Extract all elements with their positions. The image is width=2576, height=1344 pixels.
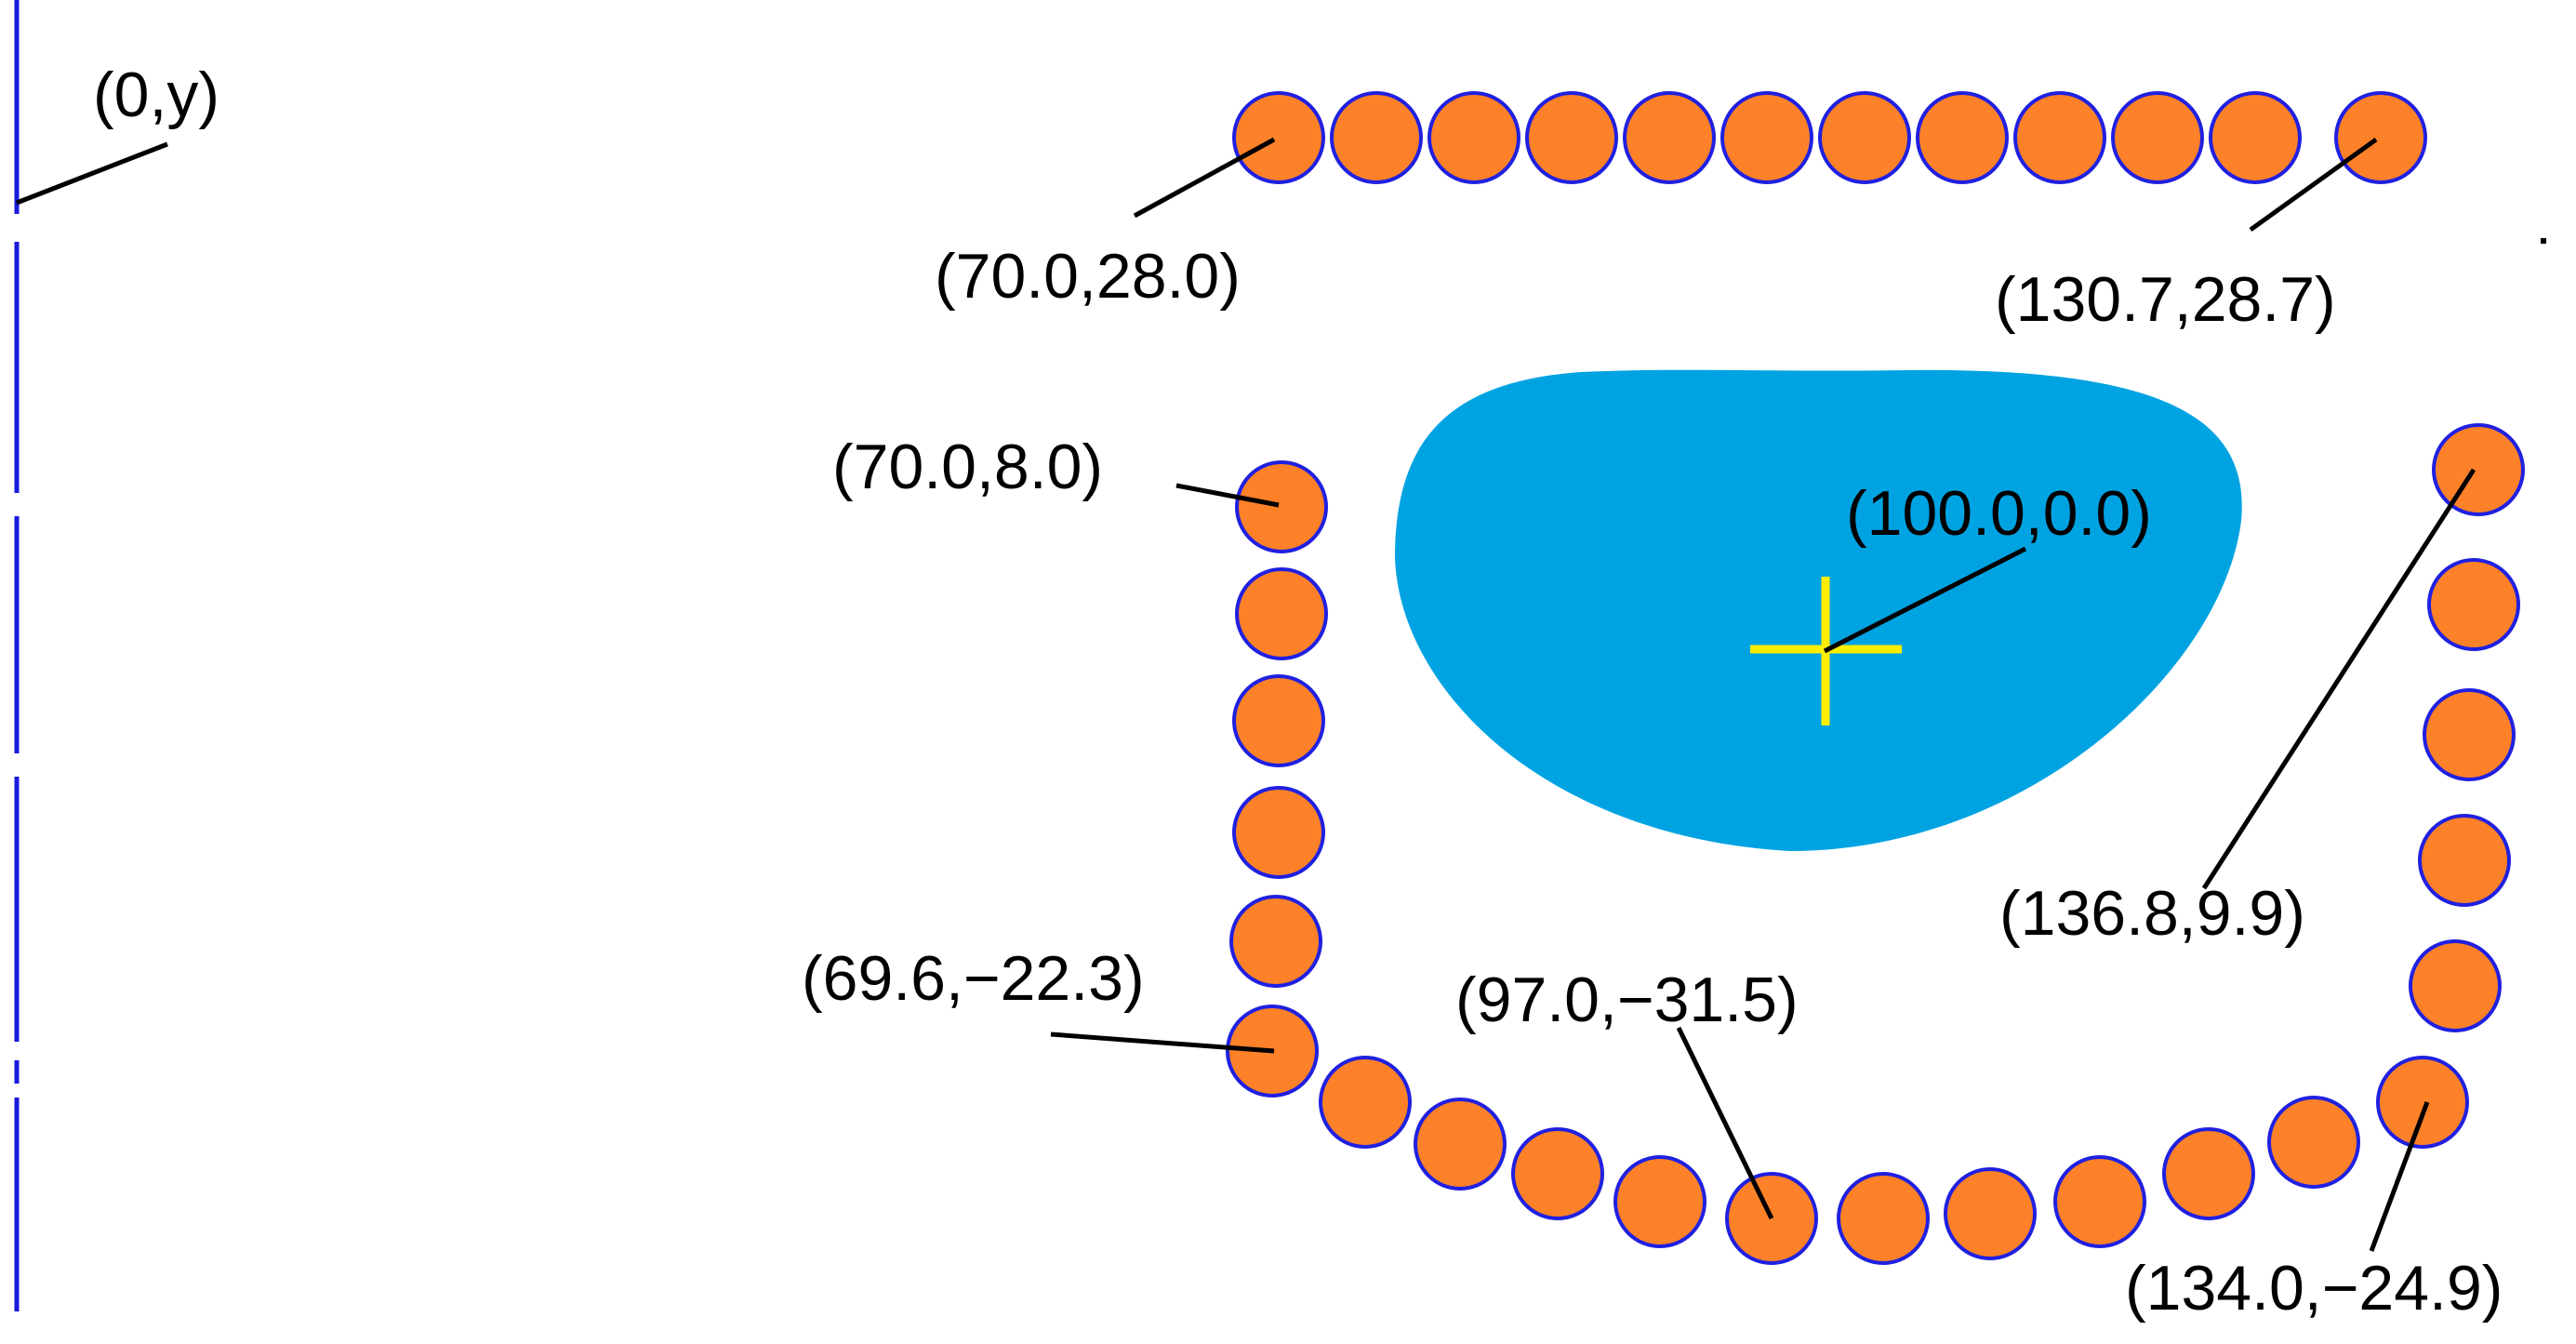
- particle-circle: [1229, 895, 1322, 988]
- particle-circle: [1613, 1155, 1706, 1248]
- particle-circle: [2409, 939, 2502, 1032]
- particle-circle: [2162, 1127, 2255, 1220]
- particle-circle: [1837, 1172, 1930, 1265]
- particle-circle: [1818, 91, 1911, 184]
- particle-circle: [1525, 91, 1618, 184]
- particle-circle: [2423, 688, 2516, 781]
- particle-circle: [1720, 91, 1813, 184]
- particle-circle: [1330, 91, 1423, 184]
- axis-label: (0,y): [93, 60, 219, 130]
- leader-lines: [16, 137, 2476, 1252]
- particle-circle: [1511, 1127, 1604, 1220]
- particle-circle: [1232, 91, 1325, 184]
- particle-circle: [2013, 91, 2106, 184]
- leader-left-bottom: [1050, 1031, 1275, 1054]
- leader-right-top: [2201, 468, 2476, 890]
- particle-circle: [2432, 423, 2525, 516]
- stray-dot: [2541, 238, 2546, 244]
- particle-circle: [1623, 91, 1716, 184]
- particle-circle: [1235, 567, 1328, 660]
- particle-circles: [1226, 91, 2525, 1265]
- particle-circle: [2267, 1096, 2360, 1189]
- particle-circle: [1916, 91, 2009, 184]
- leader-left-top: [1175, 483, 1280, 508]
- particle-circle: [2209, 91, 2302, 184]
- particle-circle: [1944, 1167, 2037, 1260]
- label-right-bottom: (134.0,−24.9): [2125, 1253, 2503, 1324]
- leader-top-left: [1133, 137, 1276, 219]
- label-left-bottom: (69.6,−22.3): [802, 943, 1145, 1014]
- particle-circle: [2376, 1056, 2469, 1149]
- particle-circle: [1427, 91, 1520, 184]
- label-bottom-mid: (97.0,−31.5): [1455, 965, 1799, 1035]
- leader-bottom-mid: [1676, 1026, 1774, 1220]
- leader-right-bottom: [2369, 1101, 2430, 1252]
- label-top-left: (70.0,28.0): [935, 241, 1241, 312]
- particle-circle: [2418, 814, 2511, 907]
- leader-top-right: [2249, 137, 2378, 233]
- label-center: (100.0,0.0): [1846, 478, 2152, 549]
- particle-circle: [1414, 1098, 1507, 1191]
- label-left-top: (70.0,8.0): [832, 432, 1103, 502]
- particle-circle: [1235, 460, 1328, 553]
- label-right-top: (136.8,9.9): [1999, 878, 2305, 949]
- particle-circle: [1319, 1056, 1412, 1149]
- blue-cavity-blob: [1395, 369, 2242, 852]
- leader-center: [1823, 546, 2027, 654]
- particle-circle: [2334, 91, 2427, 184]
- particle-circle: [1232, 674, 1325, 767]
- label-top-right: (130.7,28.7): [1995, 264, 2336, 335]
- particle-circle: [1232, 786, 1325, 879]
- particle-circle: [2427, 558, 2520, 651]
- particle-circle: [2053, 1155, 2146, 1248]
- particle-circle: [2111, 91, 2204, 184]
- leader-axis: [16, 141, 168, 206]
